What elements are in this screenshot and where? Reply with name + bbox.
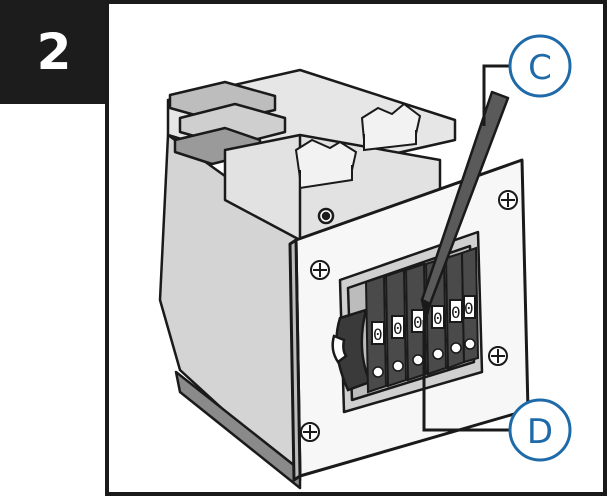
digit-1: 0: [373, 325, 383, 344]
digit-6: 0: [464, 299, 474, 318]
callout-c: C: [482, 34, 572, 126]
digit-wheel-3: 0: [404, 262, 428, 382]
screw-bottom-right: [488, 346, 508, 366]
screw-bottom-left: [300, 422, 320, 442]
callout-d-label: D: [527, 412, 553, 452]
digit-wheel-5: 0: [444, 251, 466, 370]
stylus-tool: [420, 90, 510, 320]
panel-border: [105, 0, 607, 496]
callout-c-label: C: [528, 48, 552, 88]
retaining-clip-right: [360, 102, 422, 152]
retaining-clip-left: [294, 138, 358, 190]
digit-wheel-2: 0: [384, 268, 408, 388]
digit-wheel-6: 0: [460, 246, 480, 364]
digit-5: 0: [451, 303, 461, 322]
screw-top-right: [498, 190, 518, 210]
digit-2: 0: [393, 319, 403, 338]
digit-3: 0: [413, 313, 423, 332]
digit-wheel-1: 0: [364, 274, 388, 394]
corner-screws: [300, 190, 518, 442]
callout-d: D: [422, 320, 572, 462]
screw-top-left: [310, 260, 330, 280]
step-number-badge: 2: [0, 0, 108, 104]
digit-4: 0: [433, 309, 443, 328]
wheel-teeth: [372, 338, 476, 378]
counter-digit-wheels: 0 0 0 0 0: [364, 246, 480, 394]
